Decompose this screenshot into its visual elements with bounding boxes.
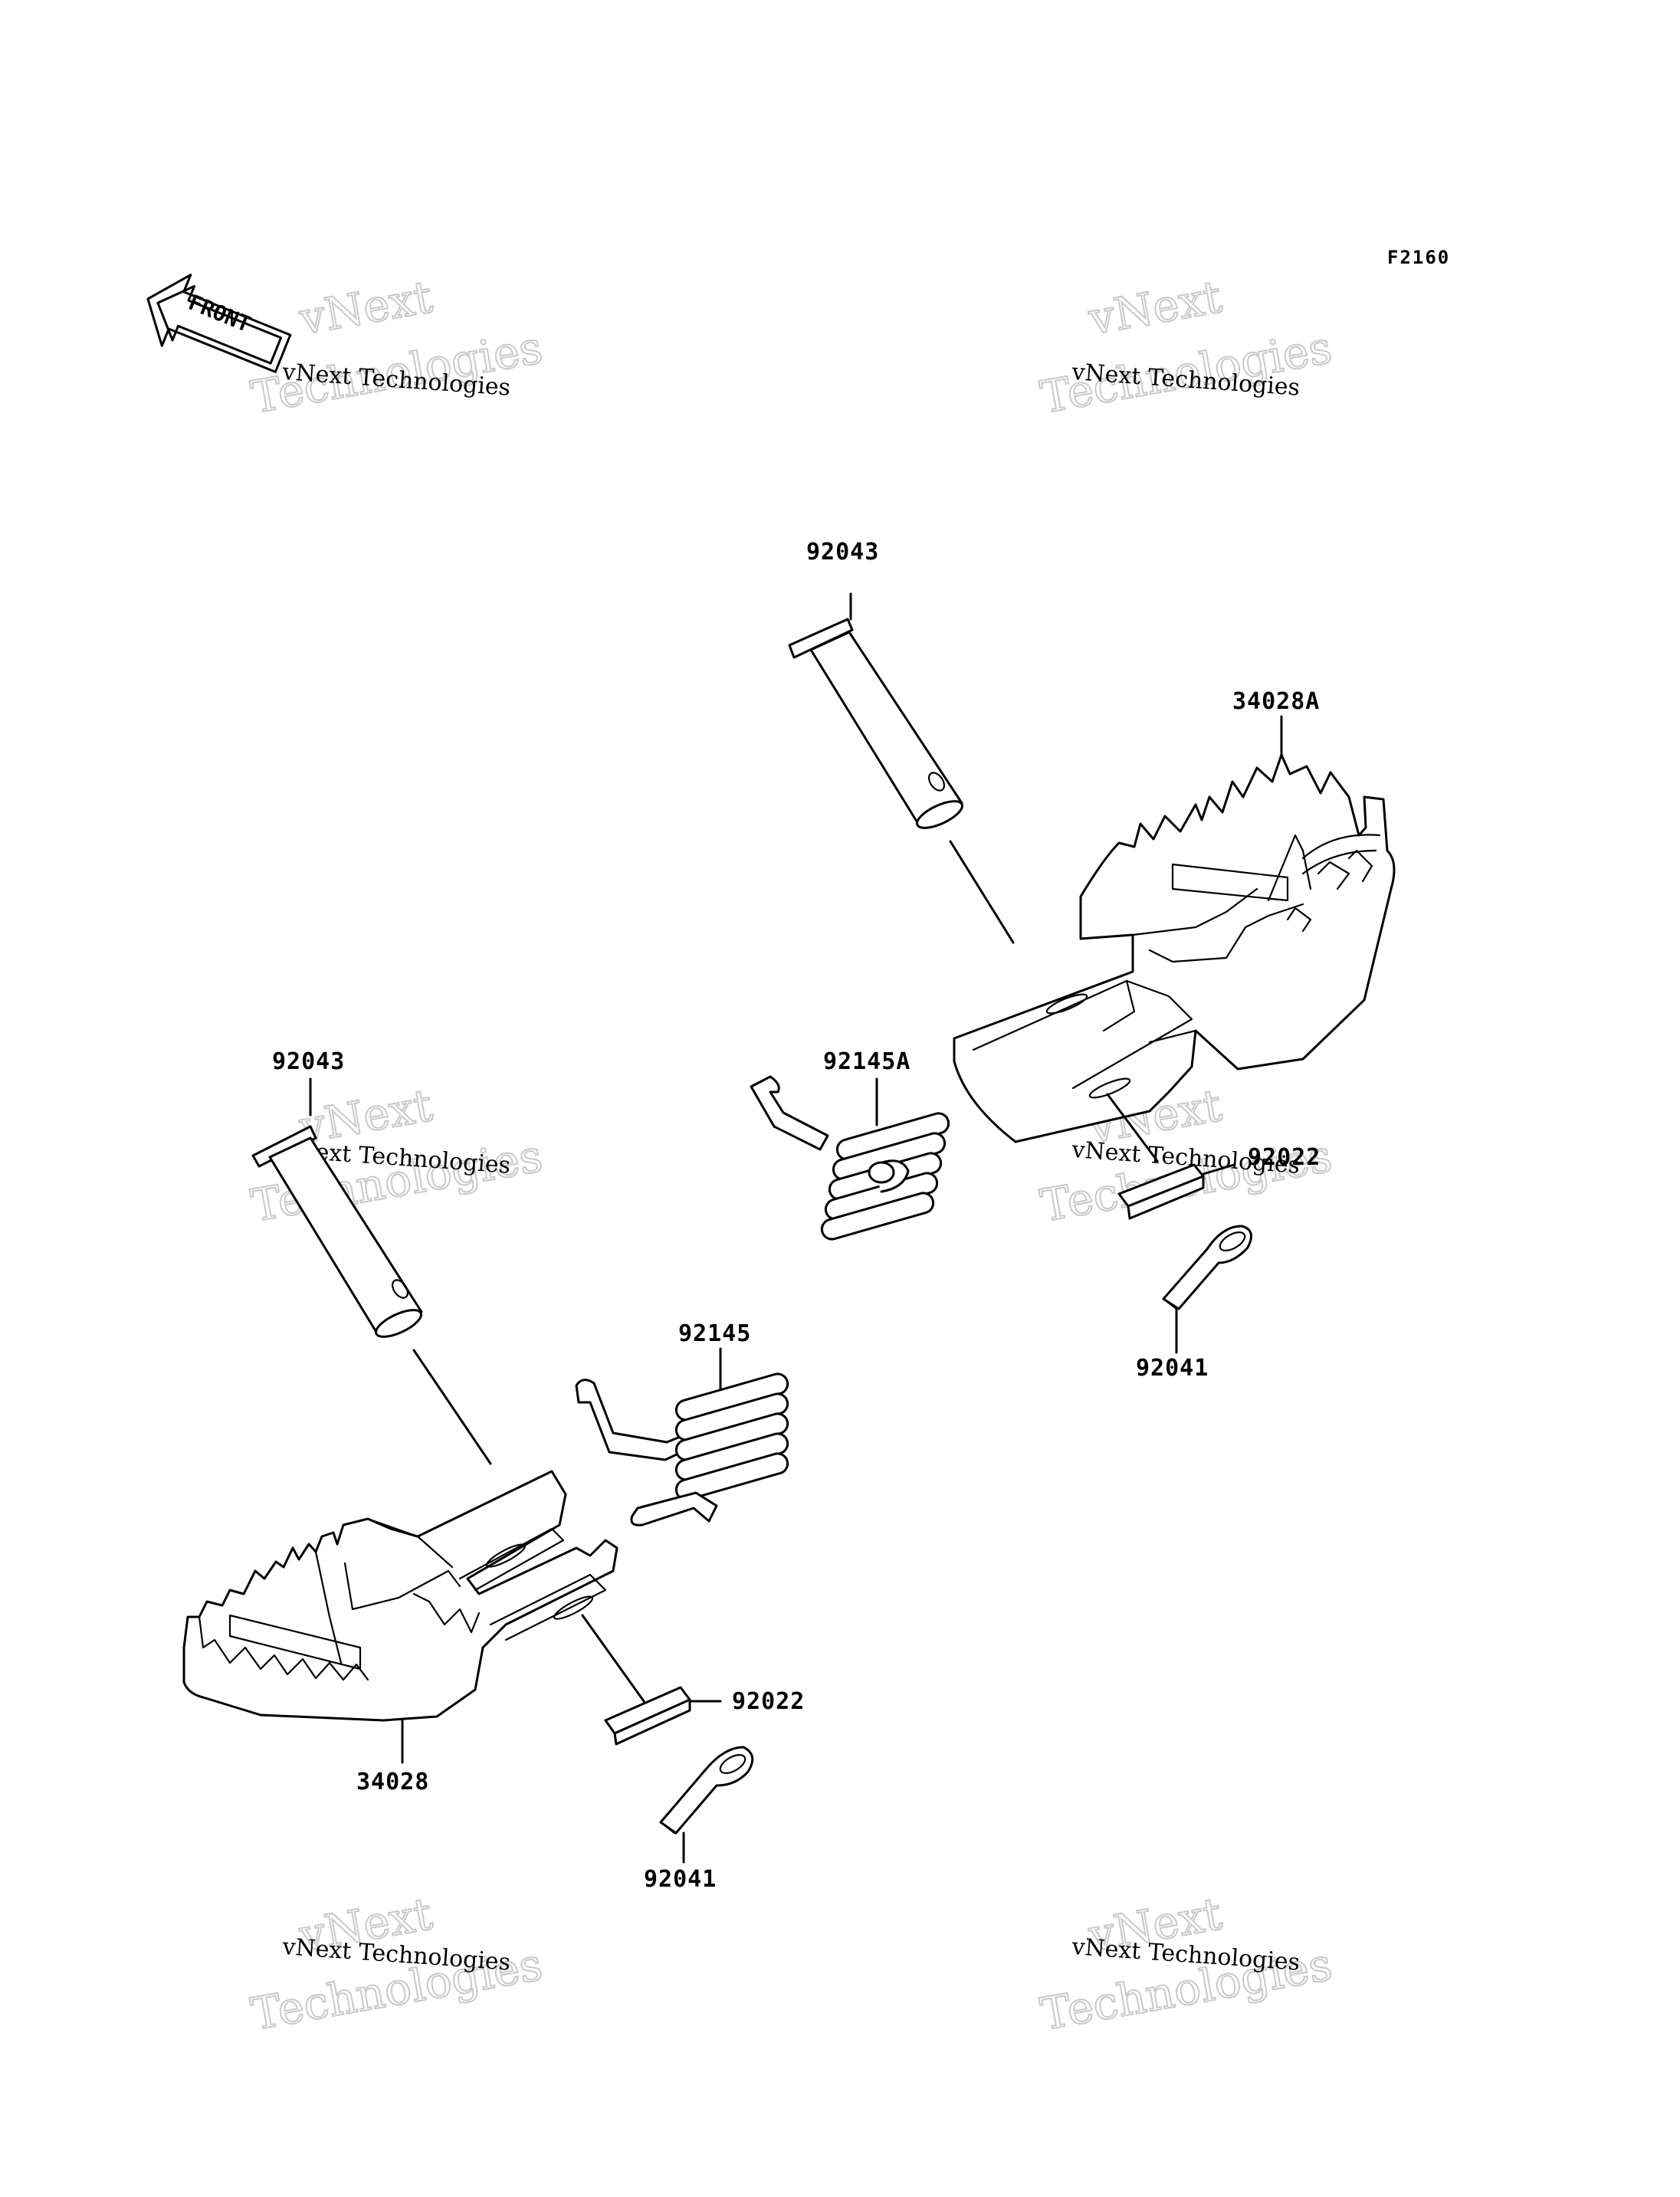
right-cotter-part <box>1162 1225 1252 1354</box>
right-washer-part <box>1117 1163 1235 1220</box>
figure-code: F2160 <box>1387 247 1450 268</box>
part-number-top-pin: 92043 <box>806 539 879 566</box>
part-number-left-spring: 92145 <box>678 1320 751 1347</box>
part-number-right-washer: 92022 <box>1248 1144 1321 1171</box>
watermark-big-1: vNext <box>295 271 436 345</box>
part-number-right-footpeg: 34028A <box>1232 688 1320 715</box>
part-number-left-footpeg: 34028 <box>356 1769 429 1795</box>
left-spring-part <box>575 1347 789 1526</box>
right-spring-part <box>750 1075 950 1241</box>
right-footpeg-part <box>953 715 1396 1162</box>
part-number-right-cotter: 92041 <box>1136 1355 1209 1382</box>
top-pin-part <box>788 592 1015 944</box>
part-number-right-spring: 92145A <box>823 1048 911 1075</box>
left-footpeg-part <box>182 1470 645 1764</box>
part-number-left-cotter: 92041 <box>644 1866 717 1893</box>
watermark-big-1: vNext <box>1084 271 1226 345</box>
part-number-left-washer: 92022 <box>732 1688 805 1715</box>
left-cotter-part <box>659 1746 754 1864</box>
left-pin-part <box>251 1077 492 1465</box>
left-washer-part <box>604 1686 722 1746</box>
part-number-left-pin: 92043 <box>272 1048 345 1075</box>
